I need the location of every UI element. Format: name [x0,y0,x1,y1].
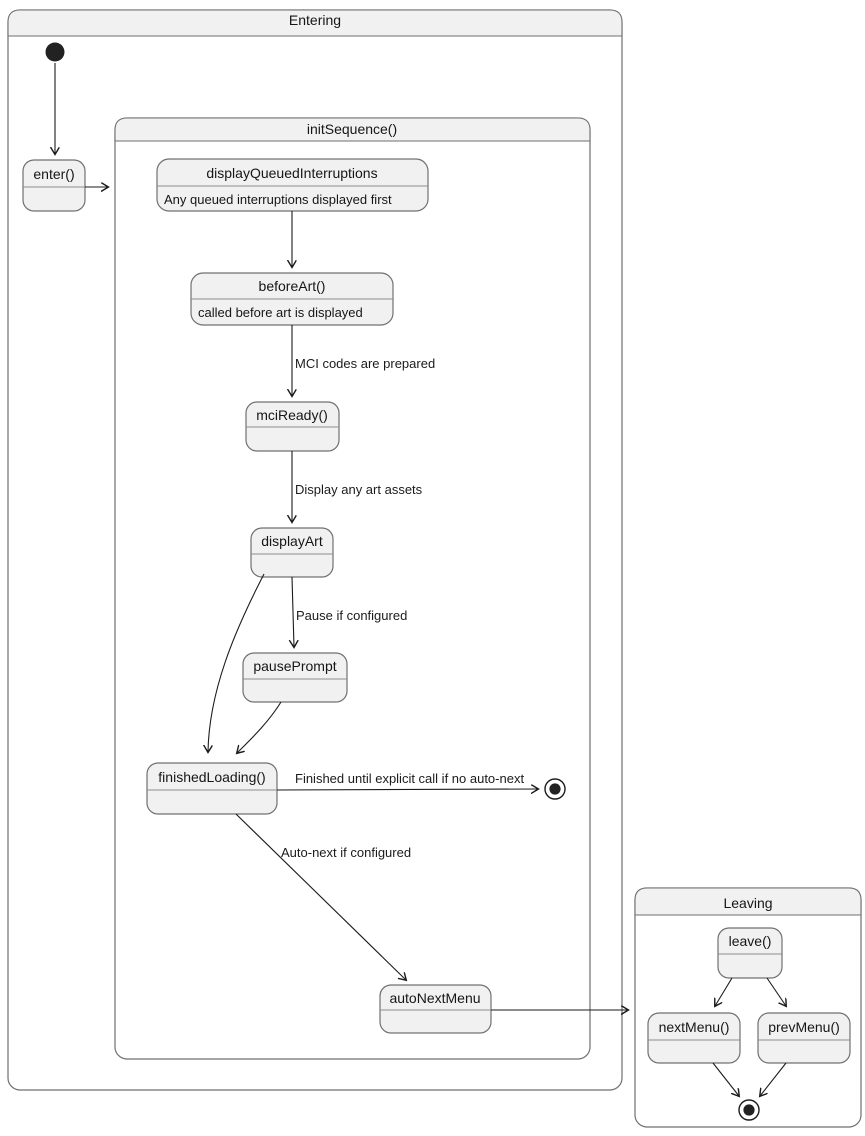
state-before-art: beforeArt() called before art is display… [190,272,394,326]
mci-ready-label: mciReady() [256,407,328,423]
auto-next-menu-box [379,984,492,1034]
edge-label-mci-codes: MCI codes are prepared [295,356,435,371]
edge-leave-to-next-menu [715,977,733,1006]
state-pause-prompt: pausePrompt [242,652,348,703]
edge-label-finished-until-explicit: Finished until explicit call if no auto-… [295,771,524,786]
leave-label: leave() [729,933,772,949]
state-finished-loading: finishedLoading() [146,762,278,815]
edge-finished-loading-to-final: Finished until explicit call if no auto-… [276,771,538,790]
final-state-leaving [738,1099,760,1121]
state-auto-next-menu: autoNextMenu [379,984,492,1034]
edge-label-pause-if-configured: Pause if configured [296,608,407,623]
leave-box [717,927,783,979]
pause-prompt-label: pausePrompt [253,658,336,674]
state-display-queued-interruptions: displayQueuedInterruptions Any queued in… [156,158,429,212]
edge-mci-ready-to-display-art: Display any art assets [292,451,423,522]
edge-line [292,576,294,647]
state-leave: leave() [717,927,783,979]
leaving-title: Leaving [723,895,772,911]
next-menu-label: nextMenu() [659,1019,730,1035]
final-state-init-sequence [544,778,566,800]
state-next-menu: nextMenu() [647,1012,741,1064]
edge-label-auto-next-if-configured: Auto-next if configured [281,845,411,860]
composite-state-leaving: Leaving [634,887,862,1128]
edge-prev-menu-to-final [760,1062,787,1096]
display-art-label: displayArt [261,533,323,549]
pause-prompt-box [242,652,348,703]
init-sequence-title-bar [114,117,591,142]
before-art-description: called before art is displayed [198,305,363,320]
display-queued-interruptions-description: Any queued interruptions displayed first [164,192,392,207]
edge-display-art-to-finished-loading [208,573,265,752]
state-prev-menu: prevMenu() [757,1012,851,1064]
state-display-art: displayArt [250,527,334,578]
before-art-label: beforeArt() [259,278,326,294]
display-queued-interruptions-label: displayQueuedInterruptions [206,165,377,181]
edge-line [235,813,406,980]
edge-display-art-to-pause-prompt: Pause if configured [292,576,407,647]
auto-next-menu-label: autoNextMenu [389,990,480,1006]
finished-loading-box [146,762,278,815]
init-sequence-frame [114,117,591,1060]
edge-before-art-to-mci-ready: MCI codes are prepared [292,325,435,396]
entering-title-bar [7,9,623,37]
edge-line [276,789,538,790]
next-menu-box [647,1012,741,1064]
composite-state-init-sequence: initSequence() [114,117,591,1060]
prev-menu-box [757,1012,851,1064]
edge-label-display-art-assets: Display any art assets [295,482,423,497]
state-mci-ready: mciReady() [245,401,340,452]
enter-box [22,159,86,212]
edge-pause-prompt-to-finished-loading [237,701,282,753]
entering-title: Entering [289,12,341,28]
leaving-title-bar [634,887,862,916]
edge-leave-to-prev-menu [766,977,786,1006]
leaving-frame [634,887,862,1128]
final-state-inner-dot [743,1104,755,1116]
enter-label: enter() [33,166,74,182]
state-enter: enter() [22,159,86,212]
finished-loading-label: finishedLoading() [158,769,265,785]
edge-next-menu-to-final [712,1062,739,1096]
final-state-inner-dot [549,783,561,795]
init-sequence-title: initSequence() [307,121,397,137]
prev-menu-label: prevMenu() [768,1019,840,1035]
edge-finished-loading-to-auto-next-menu: Auto-next if configured [235,813,411,980]
initial-state-dot [45,42,65,62]
